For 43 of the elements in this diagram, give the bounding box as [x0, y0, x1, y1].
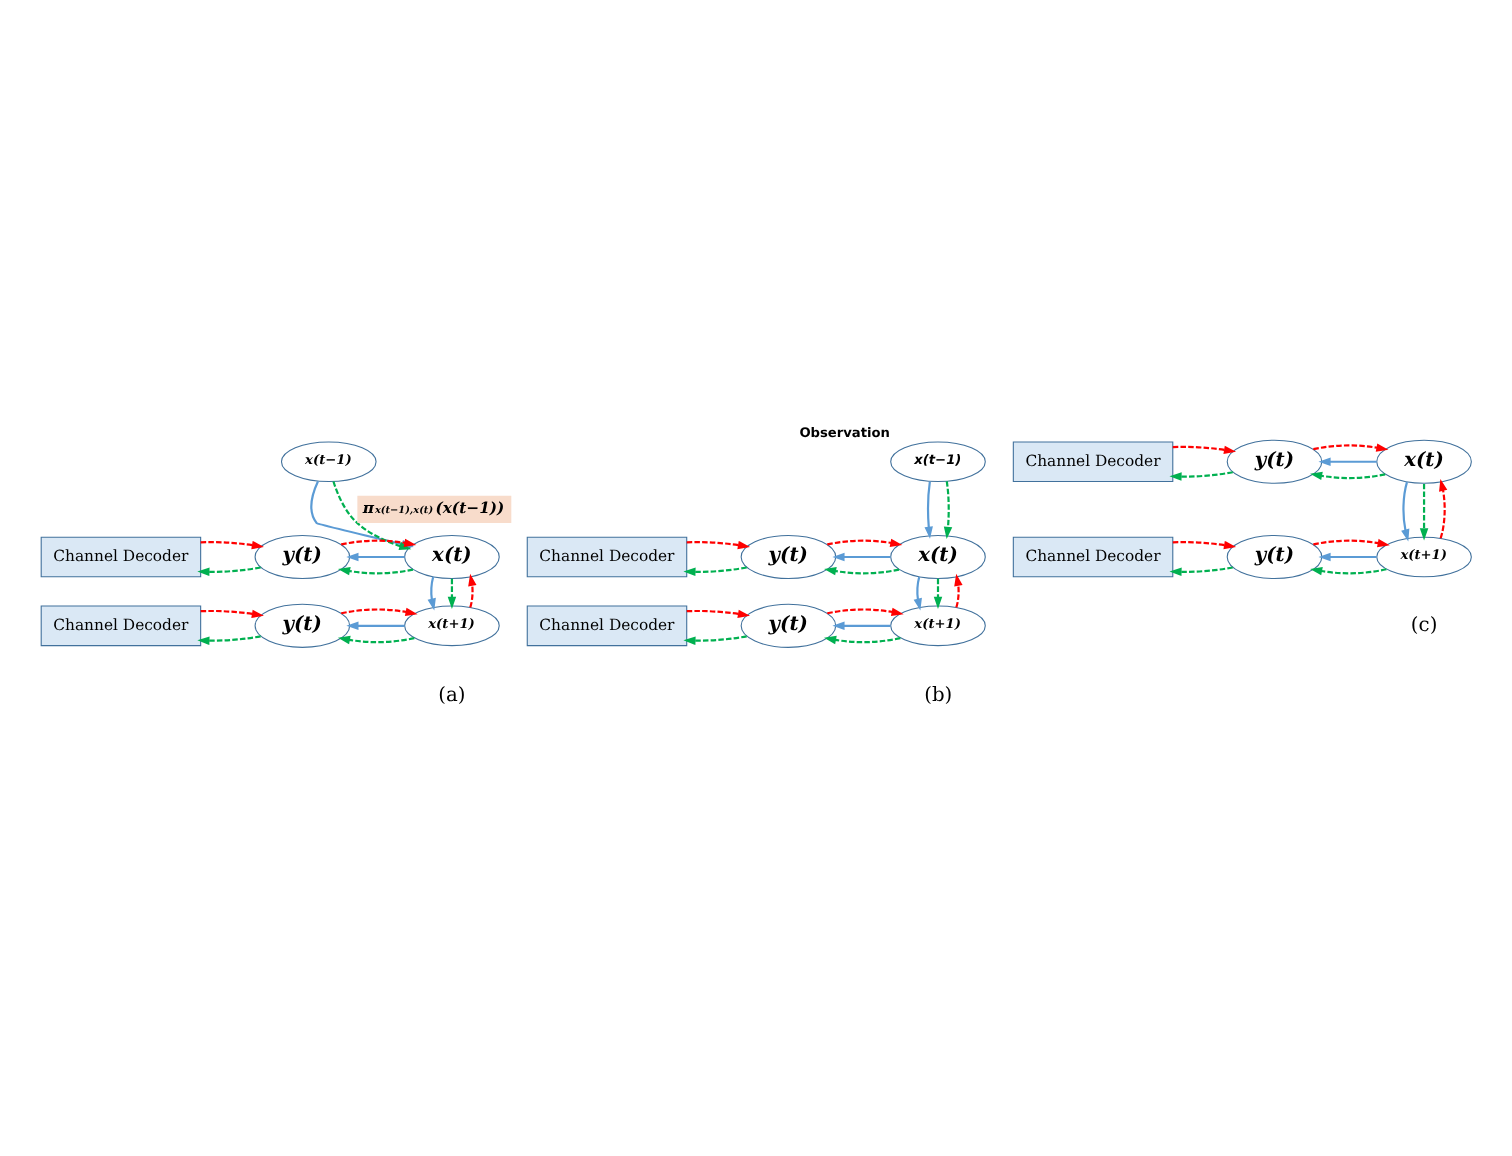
arrow — [1318, 457, 1377, 466]
arrow — [683, 566, 747, 577]
arrow — [827, 607, 904, 617]
arrow — [341, 607, 418, 617]
arrow — [200, 609, 264, 619]
arrow — [1310, 471, 1386, 481]
arrow — [197, 566, 261, 577]
arrow — [686, 540, 750, 550]
arrow — [1310, 567, 1387, 576]
arrow — [1169, 566, 1233, 577]
arrow — [346, 621, 405, 631]
arrow — [427, 576, 436, 611]
arrow — [933, 578, 943, 609]
arrow — [686, 609, 750, 619]
label: (a) — [438, 685, 466, 708]
arrow — [954, 573, 963, 608]
arrow — [824, 635, 901, 645]
arrow — [197, 635, 261, 645]
arrow — [1313, 538, 1390, 548]
arrow — [1401, 481, 1410, 542]
arrow — [827, 538, 903, 547]
arrow — [337, 635, 415, 645]
arrow — [1172, 540, 1237, 550]
arrow — [1419, 483, 1429, 541]
arrow — [1313, 443, 1389, 452]
arrow — [468, 573, 477, 608]
arrow — [924, 481, 933, 539]
arrow — [832, 552, 891, 562]
arrow — [346, 552, 405, 562]
arrow — [1439, 478, 1448, 539]
arrow — [1169, 471, 1233, 481]
label: (c) — [1410, 614, 1438, 637]
label: (b) — [924, 685, 953, 708]
arrow — [943, 481, 953, 539]
arrow — [1318, 552, 1377, 562]
arrow — [1172, 445, 1237, 455]
arrow — [447, 578, 457, 609]
arrow — [913, 576, 922, 611]
arrow — [683, 635, 747, 645]
arrow — [200, 540, 264, 550]
arrow — [832, 621, 891, 631]
arrow — [337, 567, 414, 576]
arrow — [824, 567, 900, 576]
